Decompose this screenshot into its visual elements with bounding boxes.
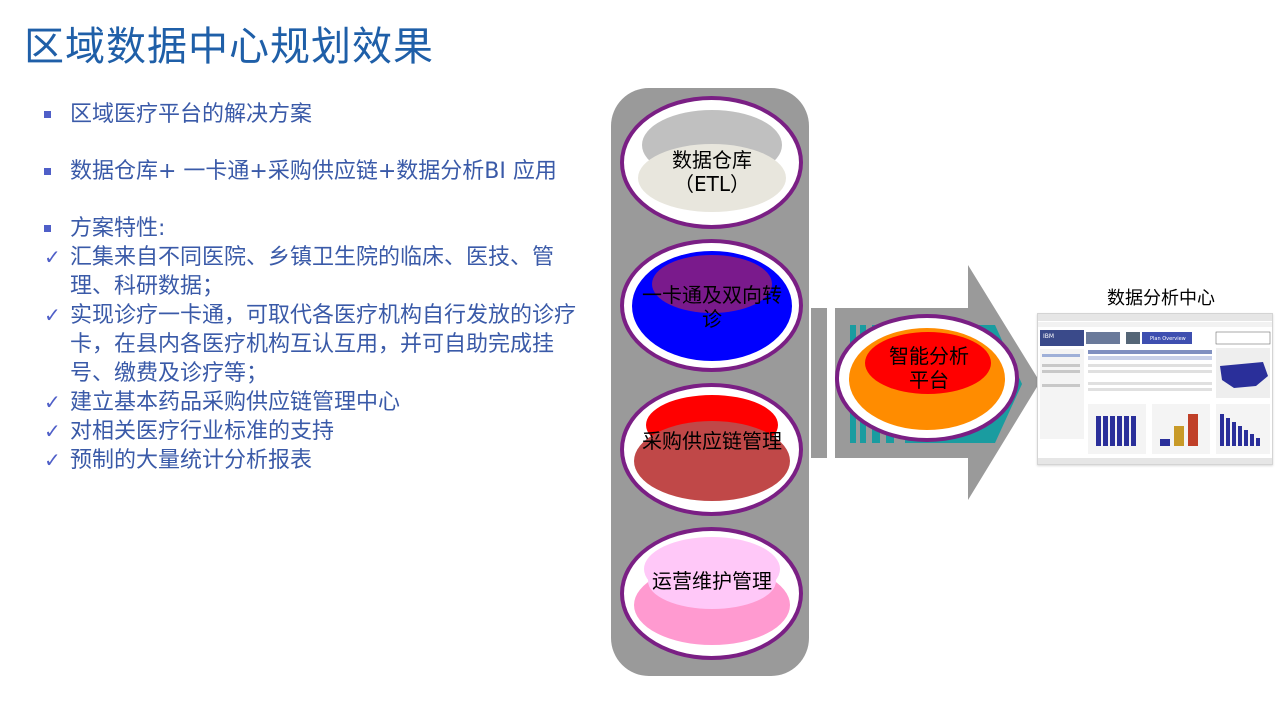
feature-item: ✓ 实现诊疗一卡通，可取代各医疗机构自行发放的诊疗卡，在县内各医疗机构互认互用，并… [44,301,584,388]
feature-text: 实现诊疗一卡通，可取代各医疗机构自行发放的诊疗卡，在县内各医疗机构互认互用，并可… [70,303,576,386]
module-smart-card: 一卡通及双向转诊 [620,239,803,372]
module-label: 运营维护管理 [642,569,782,593]
feature-item: ✓ 汇集来自不同医院、乡镇卫生院的临床、医技、管理、科研数据； [44,243,584,301]
page-title: 区域数据中心规划效果 [24,14,434,72]
bullet-text: 区域医疗平台的解决方案 [70,102,312,127]
check-icon: ✓ [44,446,61,475]
check-icon: ✓ [44,417,61,446]
feature-item: ✓ 建立基本药品采购供应链管理中心 [44,388,584,417]
dashboard-screenshot: IBM Plan Overview [1037,313,1273,465]
arrow-connector-bar [811,308,827,458]
module-label: 数据仓库（ETL） [642,148,782,196]
check-icon: ✓ [44,388,61,417]
module-data-warehouse: 数据仓库（ETL） [620,96,803,229]
feature-text: 预制的大量统计分析报表 [70,448,312,473]
module-label: 采购供应链管理 [642,429,782,453]
feature-text: 建立基本药品采购供应链管理中心 [70,390,400,415]
bullet-text: 数据仓库+ 一卡通+采购供应链+数据分析BI 应用 [70,159,557,184]
features-heading: 方案特性: [44,214,584,243]
module-operations: 运营维护管理 [620,527,803,660]
analysis-platform: 智能分析平台 [835,314,1019,442]
platform-label: 智能分析平台 [889,344,969,392]
bullet-list: 区域医疗平台的解决方案 数据仓库+ 一卡通+采购供应链+数据分析BI 应用 方案… [44,100,584,475]
bullet-components: 数据仓库+ 一卡通+采购供应链+数据分析BI 应用 [44,157,584,186]
ibm-logo: IBM [1043,333,1054,340]
feature-item: ✓ 对相关医疗行业标准的支持 [44,417,584,446]
check-icon: ✓ [44,243,61,272]
dashboard-thumbnail: IBM Plan Overview [1038,314,1272,464]
feature-text: 对相关医疗行业标准的支持 [70,419,334,444]
module-label: 一卡通及双向转诊 [642,283,782,331]
feature-text: 汇集来自不同医院、乡镇卫生院的临床、医技、管理、科研数据； [70,245,554,299]
square-bullet-icon [44,225,51,232]
square-bullet-icon [44,111,51,118]
dashboard-tab: Plan Overview [1150,336,1186,342]
analysis-center-title: 数据分析中心 [1107,284,1215,310]
module-supply-chain: 采购供应链管理 [620,383,803,516]
square-bullet-icon [44,168,51,175]
features-heading-text: 方案特性: [70,216,165,241]
bullet-solution: 区域医疗平台的解决方案 [44,100,584,129]
check-icon: ✓ [44,301,61,330]
feature-item: ✓ 预制的大量统计分析报表 [44,446,584,475]
